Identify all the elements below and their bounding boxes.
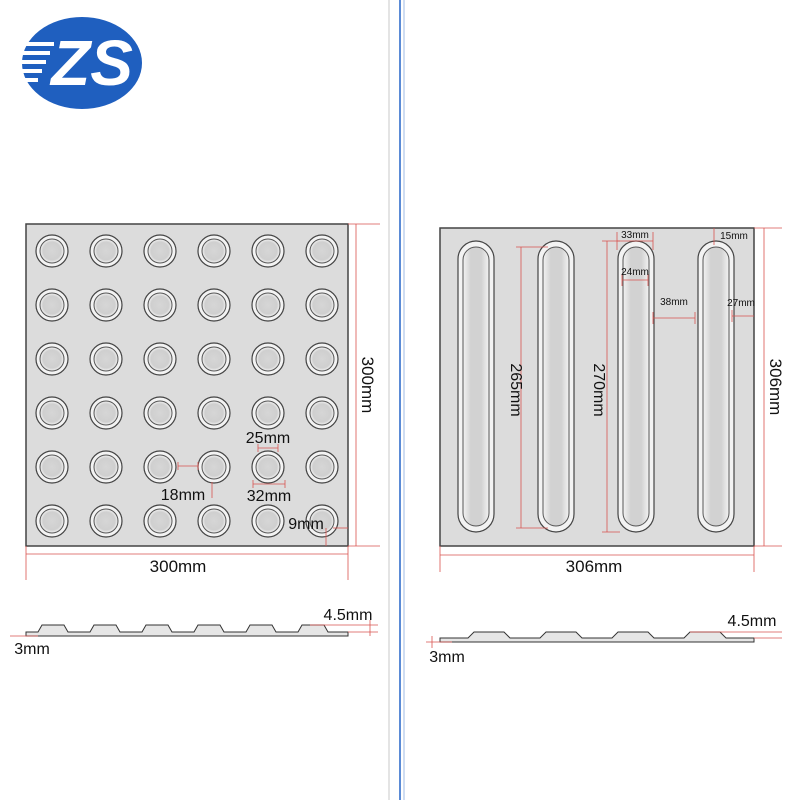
dot-inner — [39, 508, 65, 534]
dot-inner — [147, 454, 173, 480]
bar-inner-length-label: 265mm — [507, 363, 524, 416]
dot-inner — [147, 238, 173, 264]
dot-inner — [93, 292, 119, 318]
bar-inner — [462, 246, 490, 527]
dot-inner — [201, 238, 227, 264]
dot-inner — [201, 400, 227, 426]
bar-inner — [702, 246, 730, 527]
bar-edge-top-label: 15mm — [720, 231, 748, 242]
bar-inner — [622, 246, 650, 527]
dot-edge-label: 9mm — [288, 516, 324, 533]
dot-height-dimension: 300mm — [348, 223, 380, 547]
bar-inner-width-dimension: 24mm — [621, 267, 649, 286]
bar-inner-width-label: 24mm — [621, 267, 649, 278]
dot-inner — [255, 292, 281, 318]
bar-profile-base-label: 3mm — [429, 649, 465, 666]
dot-profile-height-label: 4.5mm — [324, 607, 373, 624]
dot-inner — [309, 508, 335, 534]
dot-profile-outline — [25, 624, 349, 637]
dot-inner — [39, 454, 65, 480]
dot-inner — [201, 454, 227, 480]
dot-inner — [309, 238, 335, 264]
dot-edge-dimension: 9mm — [288, 516, 348, 546]
dot-inner — [147, 292, 173, 318]
logo-stripes — [20, 42, 54, 82]
dot-inner — [39, 346, 65, 372]
bar-gap-label: 38mm — [660, 297, 688, 308]
dot-inner — [147, 400, 173, 426]
bar-height-dimension: 306mm — [754, 227, 785, 547]
dot-profile-base-label: 3mm — [14, 641, 50, 658]
zs-logo: ZS — [20, 17, 142, 109]
logo-text: ZS — [49, 27, 133, 99]
dot-tile — [25, 223, 349, 547]
dot-inner — [39, 238, 65, 264]
bar-edge-side-label: 27mm — [727, 298, 755, 309]
dot-inner — [255, 400, 281, 426]
bar-width-dimension: 306mm — [439, 546, 755, 576]
bar-profile-outline — [439, 631, 755, 643]
dot-inner — [255, 508, 281, 534]
dot-inner — [309, 292, 335, 318]
dot-inner-label: 25mm — [246, 430, 290, 447]
dot-inner — [309, 346, 335, 372]
dot-spacing-label: 18mm — [161, 487, 205, 504]
dot-inner — [309, 454, 335, 480]
dot-height-label: 300mm — [358, 357, 377, 414]
logo-ellipse — [22, 17, 142, 109]
dot-inner — [39, 400, 65, 426]
dot-inner — [255, 454, 281, 480]
bar-outer-width-dimension: 33mm — [616, 230, 654, 250]
dot-outer-label: 32mm — [247, 488, 291, 505]
bar-height-label: 306mm — [766, 359, 785, 416]
dot-size-dimension: 25mm 32mm — [246, 430, 291, 505]
dot-grid — [35, 234, 339, 538]
bar-gap-dimension: 38mm — [652, 297, 696, 324]
dot-inner — [201, 292, 227, 318]
dot-profile: 4.5mm 3mm — [10, 607, 378, 658]
dot-spacing-dimension: 18mm — [161, 462, 213, 504]
center-divider — [388, 0, 405, 800]
dot-inner — [93, 346, 119, 372]
dot-width-dimension: 300mm — [25, 546, 349, 580]
dot-inner — [93, 238, 119, 264]
dot-inner — [147, 346, 173, 372]
dot-width-label: 300mm — [150, 557, 207, 576]
bar-edge-top-dimension: 15mm — [713, 228, 748, 245]
bar-inner — [542, 246, 570, 527]
dot-inner — [201, 346, 227, 372]
dot-tile-panel: 300mm 300mm 25mm 32mm 18mm — [10, 223, 380, 658]
bar-outer-length-label: 270mm — [590, 363, 607, 416]
dot-inner — [93, 508, 119, 534]
bar-edge-side-dimension: 27mm — [727, 298, 755, 322]
dot-inner — [39, 292, 65, 318]
dot-inner — [309, 400, 335, 426]
dot-inner — [93, 400, 119, 426]
bar-tile-panel: 306mm 306mm 265mm 270mm 33mm — [426, 227, 785, 666]
dot-inner — [93, 454, 119, 480]
bar-profile: 4.5mm 3mm — [426, 613, 782, 666]
dot-inner — [201, 508, 227, 534]
bar-width-label: 306mm — [566, 557, 623, 576]
dot-inner — [255, 238, 281, 264]
dot-inner — [255, 346, 281, 372]
bar-outer-width-label: 33mm — [621, 230, 649, 241]
bar-group — [457, 240, 735, 533]
bar-profile-height-label: 4.5mm — [728, 613, 777, 630]
dot-inner — [147, 508, 173, 534]
bar-inner-length-dimension: 265mm — [507, 246, 548, 529]
